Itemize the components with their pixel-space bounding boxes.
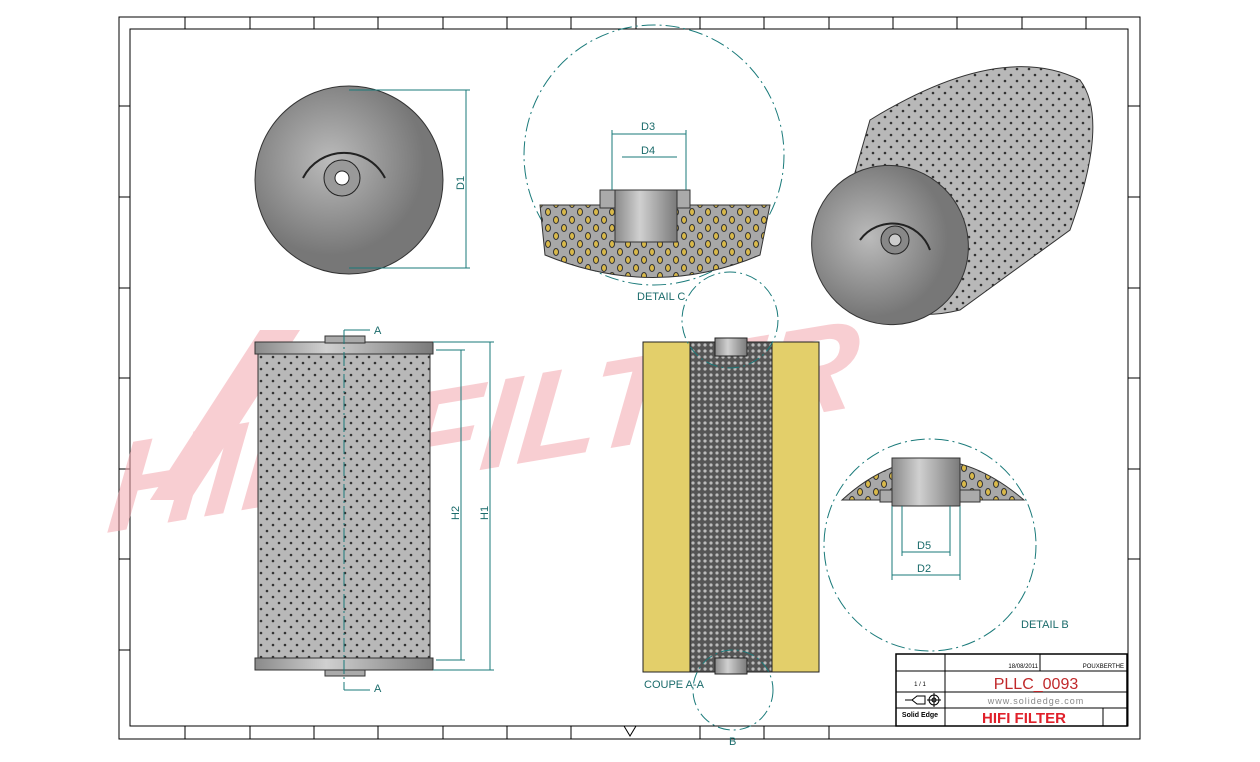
website: www.solidedge.com	[987, 696, 1085, 706]
detail-b-marker: B	[729, 736, 736, 748]
top-view: D1	[254, 85, 470, 275]
dim-d4: D4	[641, 145, 655, 157]
software-label: Solid Edge	[902, 712, 938, 719]
detail-c-view: D3 D4 DETAIL C	[523, 24, 785, 303]
section-label: COUPE A-A	[644, 679, 705, 691]
projection-symbol-icon	[905, 693, 941, 707]
sheet-value: 1 / 1	[914, 682, 926, 688]
detail-c-label: DETAIL C	[637, 291, 685, 303]
border-grid-ticks	[119, 17, 1140, 739]
detail-b-view: D5 D2 DETAIL B	[823, 438, 1069, 652]
isometric-view	[811, 66, 1094, 326]
section-marker-top: A	[374, 325, 382, 337]
title-block: 18/08/2011 POUXBERTHE 1 / 1 PLLC_0093 ww…	[895, 653, 1128, 727]
company-name: HIFI FILTER	[982, 710, 1066, 727]
front-view: A A H2 H1	[254, 325, 494, 695]
dim-d5: D5	[917, 540, 931, 552]
date-value: 18/08/2011	[1008, 664, 1038, 670]
dim-d2: D2	[917, 563, 931, 575]
dim-h1: H1	[479, 506, 491, 520]
dim-d3: D3	[641, 121, 655, 133]
section-marker-bottom: A	[374, 683, 382, 695]
part-number: PLLC_0093	[994, 676, 1079, 693]
detail-b-label: DETAIL B	[1021, 619, 1069, 631]
dim-d1: D1	[455, 176, 467, 190]
author-value: POUXBERTHE	[1083, 664, 1124, 670]
section-view: COUPE A-A B	[642, 271, 820, 748]
dim-h2: H2	[450, 506, 462, 520]
centre-mark-icon	[623, 725, 637, 737]
